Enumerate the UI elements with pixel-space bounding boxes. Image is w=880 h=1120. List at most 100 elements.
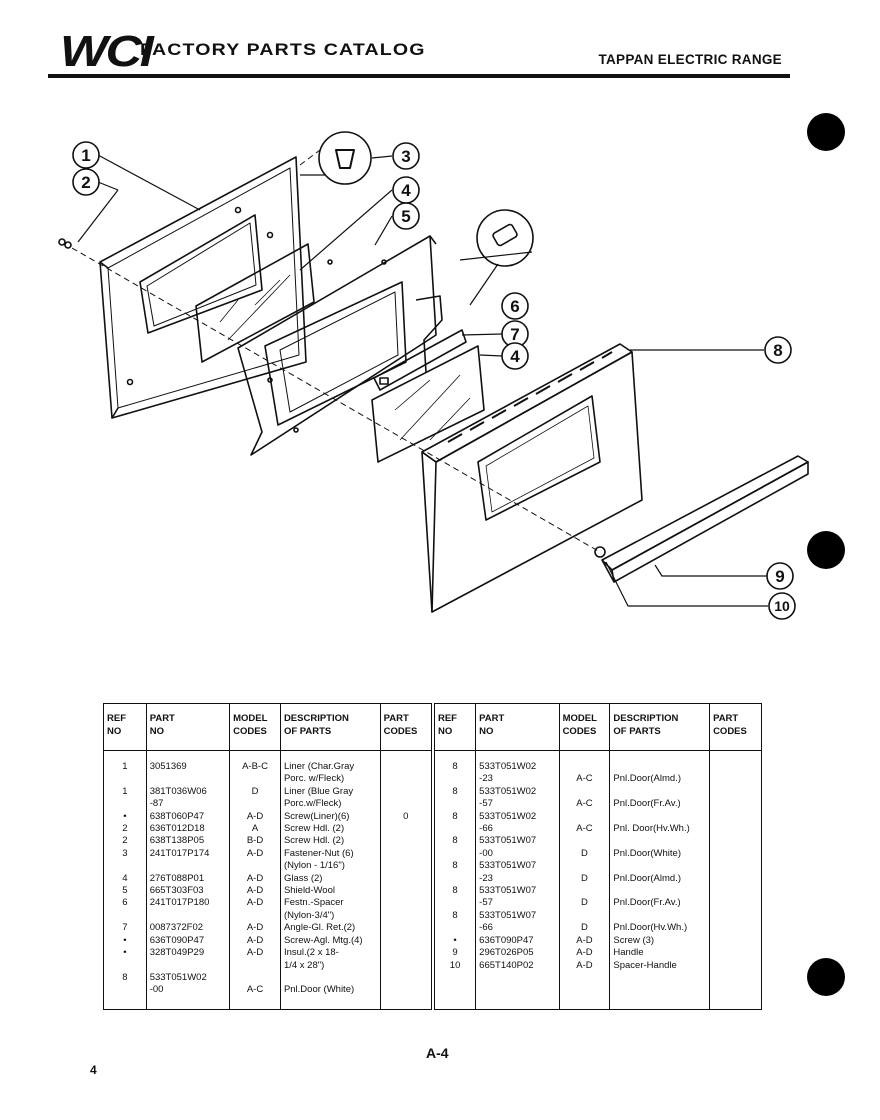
left-model-cell: B-D bbox=[229, 835, 281, 848]
right-part-cell: -57 bbox=[475, 798, 560, 811]
right-model-cell bbox=[558, 885, 610, 898]
right-pcode-cell bbox=[709, 860, 762, 873]
left-model-cell bbox=[229, 909, 281, 923]
door-vent-slots bbox=[447, 351, 613, 443]
right-ref-cell bbox=[430, 872, 476, 886]
right-desc-cell bbox=[609, 984, 710, 997]
left-part-cell: 638T138P05 bbox=[145, 835, 230, 848]
right-ref-cell bbox=[430, 984, 476, 997]
right-pcode-cell bbox=[709, 810, 762, 824]
right-desc-cell bbox=[609, 971, 710, 985]
right-part-cell: 636T090P47 bbox=[475, 934, 560, 948]
right-pcode-cell bbox=[709, 835, 762, 848]
left-ref-cell: 6 bbox=[103, 897, 147, 910]
right-pcode-cell bbox=[709, 872, 762, 886]
glass-part-lower bbox=[371, 345, 485, 463]
right-ref-cell: 9 bbox=[430, 947, 476, 960]
right-part-cell: 533T051W07 bbox=[475, 860, 560, 873]
left-model-cell: A-D bbox=[229, 810, 281, 824]
right-part-cell: 665T140P02 bbox=[475, 959, 560, 972]
left-desc-cell: Glass (2) bbox=[279, 872, 381, 886]
callout-7: 7 bbox=[510, 325, 519, 344]
right-pcode-cell bbox=[709, 971, 762, 985]
left-part-cell: 638T060P47 bbox=[145, 810, 230, 824]
right-desc-cell: Pnl.Door(Almd.) bbox=[609, 872, 710, 886]
left-pcode-cell bbox=[379, 947, 433, 960]
right-ref-cell bbox=[430, 798, 476, 811]
left-ref-cell: • bbox=[103, 810, 147, 824]
right-part-cell: -23 bbox=[475, 773, 560, 786]
right-pcode-cell bbox=[709, 823, 762, 836]
right-part-cell: -23 bbox=[475, 872, 560, 886]
right-pcode-cell bbox=[709, 934, 762, 948]
left-model-cell bbox=[229, 798, 281, 811]
right-pcode-cell bbox=[709, 947, 762, 960]
left-desc-cell: (Nylon-3/4") bbox=[279, 909, 381, 923]
left-pcode-cell bbox=[379, 922, 433, 935]
left-desc-cell: Angle-Gl. Ret.(2) bbox=[279, 922, 381, 935]
left-pcode-cell bbox=[379, 860, 433, 873]
left-ref-cell bbox=[103, 984, 147, 997]
exploded-door-diagram: 1 2 3 4 5 6 7 4 8 9 10 bbox=[58, 131, 809, 620]
right-desc-cell bbox=[609, 860, 710, 873]
right-ref-cell: 8 bbox=[430, 909, 476, 923]
left-pcode-cell bbox=[379, 835, 433, 848]
callout-1: 1 bbox=[81, 146, 90, 165]
left-part-cell bbox=[145, 909, 230, 923]
right-desc-cell: Handle bbox=[609, 947, 710, 960]
left-desc-cell: Shield-Wool bbox=[279, 885, 381, 898]
left-ref-cell: 7 bbox=[103, 922, 147, 935]
left-pcode-cell bbox=[379, 798, 433, 811]
left-pcode-cell bbox=[379, 984, 433, 997]
fastener-nut-detail bbox=[318, 131, 372, 185]
right-part-cell: 533T051W07 bbox=[475, 885, 560, 898]
left-model-cell: A-D bbox=[229, 872, 281, 886]
right-desc-cell bbox=[609, 885, 710, 898]
right-ref-cell: 8 bbox=[430, 761, 476, 774]
right-model-cell bbox=[558, 860, 610, 873]
right-desc-cell bbox=[609, 909, 710, 923]
left-part-cell: 381T036W06 bbox=[145, 785, 230, 799]
right-desc-cell: Pnl. Door(Hv.Wh.) bbox=[609, 823, 710, 836]
right-ref-cell bbox=[430, 897, 476, 910]
left-ref-cell bbox=[103, 959, 147, 972]
binder-hole-middle bbox=[807, 531, 845, 569]
left-part-cell: 533T051W02 bbox=[145, 971, 230, 985]
left-pcode-cell bbox=[379, 872, 433, 886]
left-ref-cell: 2 bbox=[103, 835, 147, 848]
left-ref-cell: 1 bbox=[103, 785, 147, 799]
left-part-cell: 3051369 bbox=[145, 761, 230, 774]
left-ref-cell: 8 bbox=[103, 971, 147, 985]
right-pcode-cell bbox=[709, 984, 762, 997]
left-pcode-cell bbox=[379, 785, 433, 799]
left-ref-cell bbox=[103, 860, 147, 873]
callout-2: 2 bbox=[81, 173, 90, 192]
callout-5: 5 bbox=[401, 207, 410, 226]
right-pcode-cell bbox=[709, 959, 762, 972]
right-pcode-cell bbox=[709, 798, 762, 811]
left-model-cell bbox=[229, 959, 281, 972]
left-desc-cell: Liner (Char.Gray bbox=[279, 761, 381, 774]
right-pcode-cell bbox=[709, 922, 762, 935]
shield-panel-part bbox=[237, 235, 443, 456]
callout-6: 6 bbox=[510, 297, 519, 316]
right-part-cell: -66 bbox=[475, 922, 560, 935]
right-model-cell: D bbox=[558, 847, 610, 861]
left-part-cell: 241T017P174 bbox=[145, 847, 230, 861]
left-model-cell: A-B-C bbox=[229, 761, 281, 774]
